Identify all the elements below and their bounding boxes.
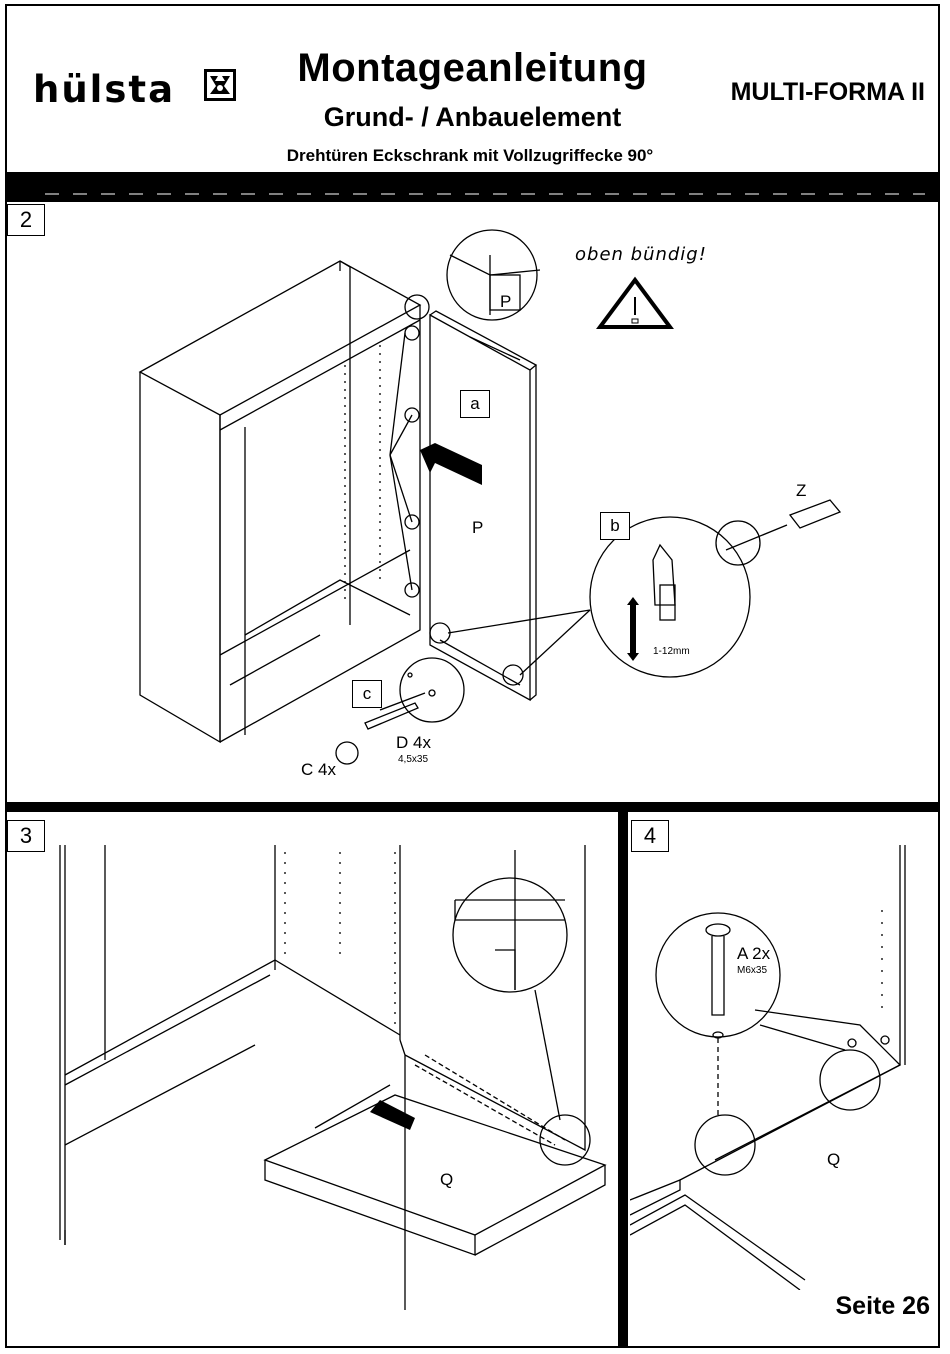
bolt-a-size: M6x35 — [737, 965, 767, 976]
section-divider-horizontal — [5, 802, 940, 812]
label-a: a — [460, 390, 490, 418]
adjust-range: 1-12mm — [653, 646, 690, 657]
screw-d-size: 4,5x35 — [398, 754, 428, 765]
header-band — [5, 172, 940, 202]
brand-emblem-icon — [203, 68, 237, 102]
product-series: MULTI-FORMA II — [720, 78, 925, 107]
band-dashes — [5, 172, 940, 202]
bolt-a-qty: A 2x — [737, 944, 770, 964]
cap-c-qty: C 4x — [301, 760, 336, 780]
page-title: Montageanleitung — [280, 46, 665, 91]
label-b: b — [600, 512, 630, 540]
part-q-label-step4: Q — [827, 1150, 840, 1170]
flush-note: oben bündig! — [575, 244, 707, 265]
tool-z-label: Z — [796, 481, 806, 501]
detail-part-p: P — [500, 292, 511, 312]
step4-bolt-illustration — [630, 840, 935, 1290]
label-c: c — [352, 680, 382, 708]
part-q-label-step3: Q — [440, 1170, 453, 1190]
step-number-2: 2 — [7, 204, 45, 236]
page-number: Seite 26 — [770, 1292, 930, 1321]
product-description: Drehtüren Eckschrank mit Vollzugriffecke… — [150, 146, 790, 166]
step3-base-panel-illustration — [55, 840, 615, 1310]
page-subtitle: Grund- / Anbauelement — [280, 102, 665, 133]
brand-logo: hülsta — [33, 68, 175, 111]
section-divider-vertical — [618, 808, 628, 1348]
step-number-3: 3 — [7, 820, 45, 852]
screw-d-qty: D 4x — [396, 733, 431, 753]
part-p-label: P — [472, 518, 483, 538]
